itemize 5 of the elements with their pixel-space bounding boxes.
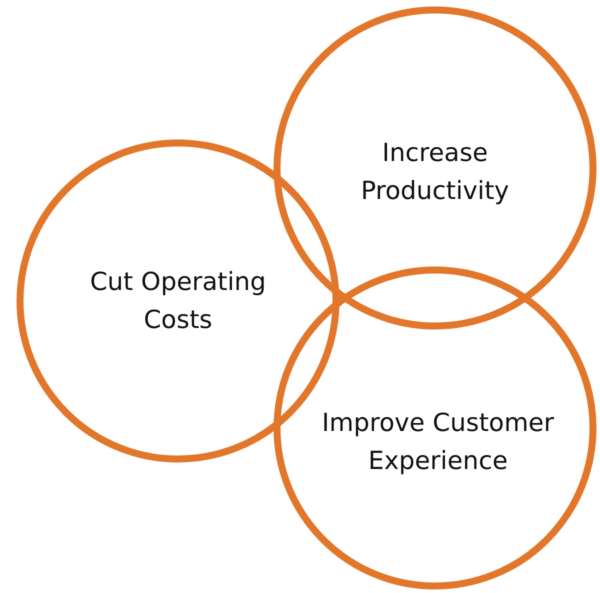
circle-label: Improve Customer Experience [320,407,556,477]
circle-label: Cut Operating Costs [88,266,268,336]
circle-label: Increase Productivity [360,137,510,207]
venn-circle [273,6,597,330]
venn-circle [273,266,597,590]
